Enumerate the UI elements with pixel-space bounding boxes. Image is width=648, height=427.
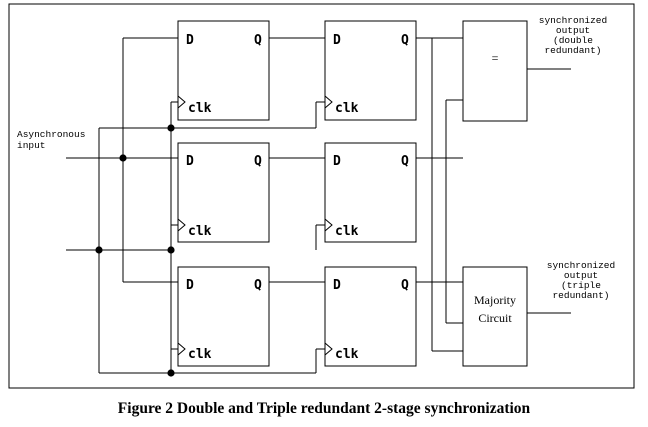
flipflop-r3-s2: D Q clk — [324, 266, 417, 367]
majority-label-line1: Majority — [474, 293, 516, 307]
svg-text:clk: clk — [188, 101, 212, 116]
svg-text:D: D — [186, 278, 194, 293]
svg-text:redundant): redundant) — [552, 290, 609, 301]
svg-text:D: D — [186, 154, 194, 169]
svg-text:output: output — [564, 270, 598, 281]
comparator-box: = — [462, 20, 528, 122]
triple-redundant-output-label: synchronized output (triple redundant) — [547, 260, 615, 301]
svg-text:synchronized: synchronized — [547, 260, 615, 271]
svg-text:(double: (double — [553, 35, 593, 46]
majority-label-line2: Circuit — [478, 311, 512, 325]
async-input-label: Asynchronous input — [17, 129, 85, 151]
svg-text:D: D — [186, 33, 194, 48]
flipflop-r2-s2: D Q clk — [324, 142, 417, 243]
svg-text:output: output — [556, 25, 590, 36]
flipflop-r2-s1: D Q clk — [177, 142, 270, 243]
svg-text:Q: Q — [401, 33, 409, 48]
svg-text:Q: Q — [254, 33, 262, 48]
svg-text:D: D — [333, 33, 341, 48]
svg-text:Asynchronous: Asynchronous — [17, 129, 85, 140]
svg-text:clk: clk — [188, 347, 212, 362]
flipflop-r3-s1: D Q clk — [177, 266, 270, 367]
svg-text:clk: clk — [335, 347, 359, 362]
svg-text:D: D — [333, 278, 341, 293]
majority-circuit-box: Majority Circuit — [462, 266, 528, 367]
svg-text:input: input — [17, 140, 46, 151]
svg-text:Q: Q — [254, 278, 262, 293]
svg-text:Q: Q — [401, 154, 409, 169]
svg-text:synchronized: synchronized — [539, 15, 607, 26]
svg-text:clk: clk — [188, 224, 212, 239]
svg-text:Q: Q — [254, 154, 262, 169]
svg-text:redundant): redundant) — [544, 45, 601, 56]
svg-text:clk: clk — [335, 101, 359, 116]
svg-text:clk: clk — [335, 224, 359, 239]
diagram-frame — [8, 3, 635, 389]
svg-text:Q: Q — [401, 278, 409, 293]
figure-caption: Figure 2 Double and Triple redundant 2-s… — [117, 400, 531, 417]
flipflop-r1-s1: D Q clk — [177, 20, 270, 121]
svg-text:D: D — [333, 154, 341, 169]
junction-dots — [95, 124, 175, 377]
double-redundant-output-label: synchronized output (double redundant) — [539, 15, 607, 56]
flipflop-r1-s2: D Q clk — [324, 20, 417, 121]
svg-text:(triple: (triple — [561, 280, 601, 291]
comparator-symbol: = — [492, 51, 499, 65]
